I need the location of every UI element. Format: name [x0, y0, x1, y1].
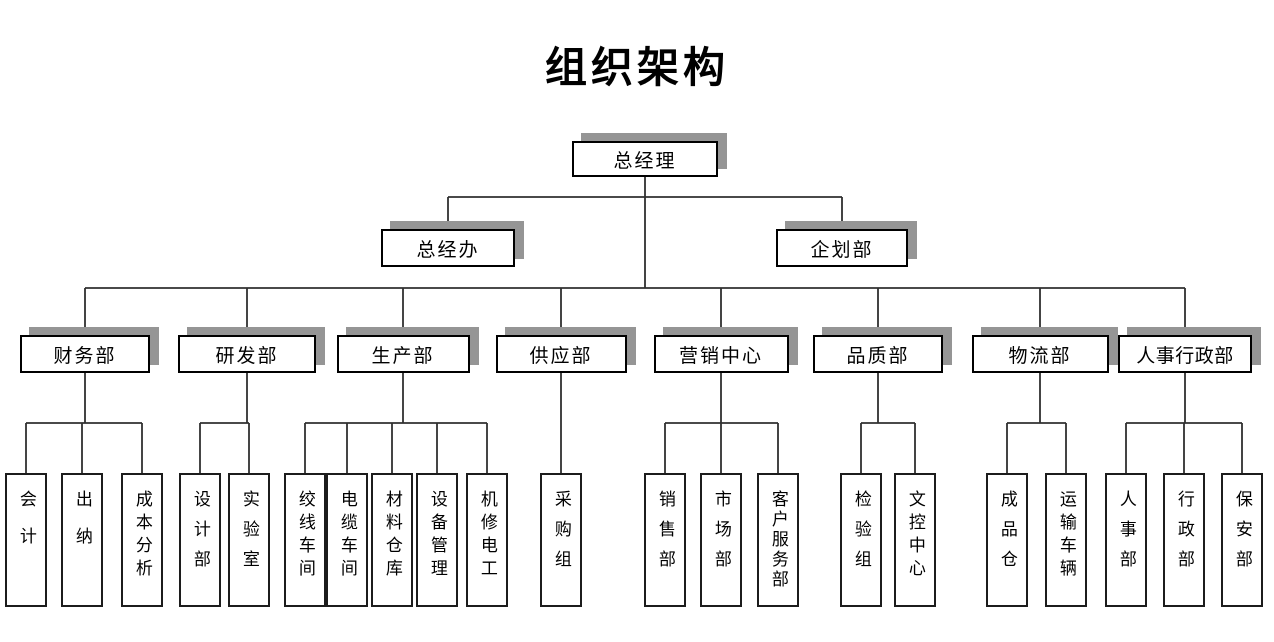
node-cost-analysis: 成本分析 — [121, 473, 163, 607]
node-finance-dept-label: 财务部 — [53, 345, 117, 367]
node-rd-dept: 研发部 — [178, 335, 316, 373]
node-hr-admin-dept-label: 人事行政部 — [1136, 345, 1234, 367]
node-market-dept-label: 市场部 — [711, 490, 731, 580]
node-document-control-center: 文控中心 — [894, 473, 936, 607]
node-machine-repair-electrician-label: 机修电工 — [477, 490, 497, 582]
node-customer-service-dept: 客户服务部 — [757, 473, 799, 607]
node-rd-dept-label: 研发部 — [215, 345, 279, 367]
node-transport-vehicles: 运输车辆 — [1045, 473, 1087, 607]
node-security-dept: 保安部 — [1221, 473, 1263, 607]
node-inspection-group-label: 检验组 — [851, 490, 871, 580]
node-material-warehouse: 材料仓库 — [371, 473, 413, 607]
node-general-manager-label: 总经理 — [613, 150, 677, 172]
node-material-warehouse-label: 材料仓库 — [382, 490, 402, 582]
node-finished-goods-warehouse-label: 成品仓 — [997, 490, 1017, 580]
node-customer-service-dept-label: 客户服务部 — [768, 490, 788, 590]
node-design-dept: 设计部 — [179, 473, 221, 607]
node-accounting: 会计 — [5, 473, 47, 607]
node-gm-office: 总经办 — [381, 229, 515, 267]
node-hr-admin-dept: 人事行政部 — [1118, 335, 1252, 373]
node-production-dept-label: 生产部 — [371, 345, 435, 367]
node-quality-dept: 品质部 — [813, 335, 943, 373]
node-sales-dept: 销售部 — [644, 473, 686, 607]
node-inspection-group: 检验组 — [840, 473, 882, 607]
node-market-dept: 市场部 — [700, 473, 742, 607]
node-logistics-dept-label: 物流部 — [1008, 345, 1072, 367]
node-cable-workshop: 电缆车间 — [326, 473, 368, 607]
node-general-manager: 总经理 — [572, 141, 718, 177]
node-hr-dept: 人事部 — [1105, 473, 1147, 607]
node-cashier: 出纳 — [61, 473, 103, 607]
node-quality-dept-label: 品质部 — [846, 345, 910, 367]
node-laboratory: 实验室 — [228, 473, 270, 607]
node-stranding-workshop-label: 绞线车间 — [295, 490, 315, 582]
node-planning-dept: 企划部 — [776, 229, 908, 267]
node-marketing-center-label: 营销中心 — [678, 345, 763, 367]
node-marketing-center: 营销中心 — [653, 335, 789, 373]
node-cost-analysis-label: 成本分析 — [132, 490, 152, 582]
node-hr-dept-label: 人事部 — [1116, 490, 1136, 580]
node-supply-dept-label: 供应部 — [529, 345, 593, 367]
node-purchasing-group: 采购组 — [540, 473, 582, 607]
node-admin-dept-label: 行政部 — [1174, 490, 1194, 580]
node-design-dept-label: 设计部 — [190, 490, 210, 580]
node-planning-dept-label: 企划部 — [810, 239, 874, 261]
node-document-control-center-label: 文控中心 — [905, 490, 925, 582]
node-production-dept: 生产部 — [336, 335, 470, 373]
node-equipment-management-label: 设备管理 — [427, 490, 447, 582]
node-gm-office-label: 总经办 — [416, 239, 480, 261]
node-accounting-label: 会计 — [16, 490, 36, 564]
node-admin-dept: 行政部 — [1163, 473, 1205, 607]
node-transport-vehicles-label: 运输车辆 — [1056, 490, 1076, 582]
node-cashier-label: 出纳 — [72, 490, 92, 564]
node-stranding-workshop: 绞线车间 — [284, 473, 326, 607]
node-sales-dept-label: 销售部 — [655, 490, 675, 580]
node-equipment-management: 设备管理 — [416, 473, 458, 607]
node-purchasing-group-label: 采购组 — [551, 490, 571, 580]
node-cable-workshop-label: 电缆车间 — [337, 490, 357, 582]
node-laboratory-label: 实验室 — [239, 490, 259, 580]
node-security-dept-label: 保安部 — [1232, 490, 1252, 580]
node-machine-repair-electrician: 机修电工 — [466, 473, 508, 607]
page-title: 组织架构 — [544, 46, 729, 92]
node-supply-dept: 供应部 — [495, 335, 627, 373]
node-logistics-dept: 物流部 — [971, 335, 1109, 373]
node-finished-goods-warehouse: 成品仓 — [986, 473, 1028, 607]
node-finance-dept: 财务部 — [20, 335, 150, 373]
